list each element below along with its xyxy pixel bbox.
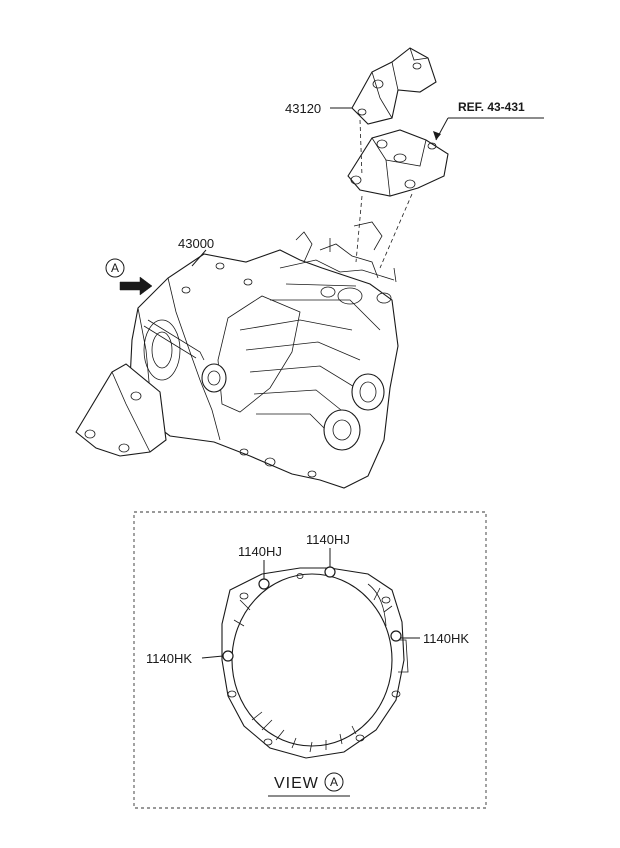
bolt-1140hk-left [222, 650, 234, 662]
bolt-1140hk-right [390, 630, 402, 642]
label-bolt-1140hj-left: 1140HJ [238, 544, 282, 559]
label-43120: 43120 [285, 101, 321, 116]
view-a-marker-letter: A [111, 261, 119, 275]
view-a-box [133, 511, 487, 809]
bracket-43120 [351, 47, 437, 125]
label-bolt-1140hk-right: 1140HK [423, 631, 469, 646]
bellhousing-flange [221, 567, 409, 759]
label-43000: 43000 [178, 236, 214, 251]
view-direction-arrow [119, 276, 153, 296]
view-a-marker-circle [105, 258, 125, 278]
bolt-1140hj-right [324, 566, 336, 578]
label-ref-43-431: REF. 43-431 [458, 100, 525, 114]
view-title-marker-letter: A [330, 775, 338, 789]
view-title: VIEW [274, 775, 319, 792]
mount-bracket-ref [347, 129, 449, 197]
label-bolt-1140hk-left: 1140HK [146, 651, 192, 666]
transaxle-assembly [129, 221, 399, 489]
view-title-marker-circle [324, 772, 344, 792]
bolt-1140hj-left [258, 578, 270, 590]
transaxle-mount-bracket [75, 319, 205, 457]
label-bolt-1140hj-right: 1140HJ [306, 532, 350, 547]
